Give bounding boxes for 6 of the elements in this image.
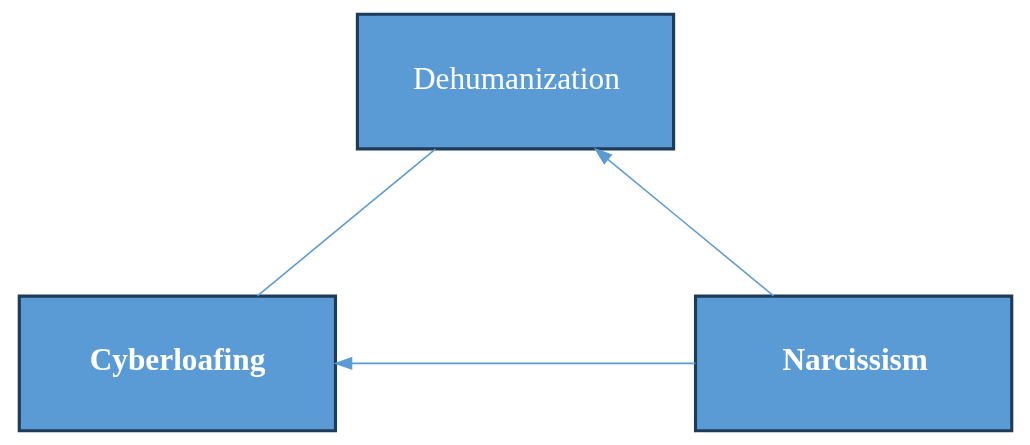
- arrow: [593, 147, 774, 297]
- arrow: [333, 356, 696, 370]
- connector: [256, 148, 436, 297]
- node-box: Narcissism: [693, 294, 1013, 433]
- node-box: Cyberloafing: [17, 294, 337, 433]
- node-box: Dehumanization: [355, 12, 675, 151]
